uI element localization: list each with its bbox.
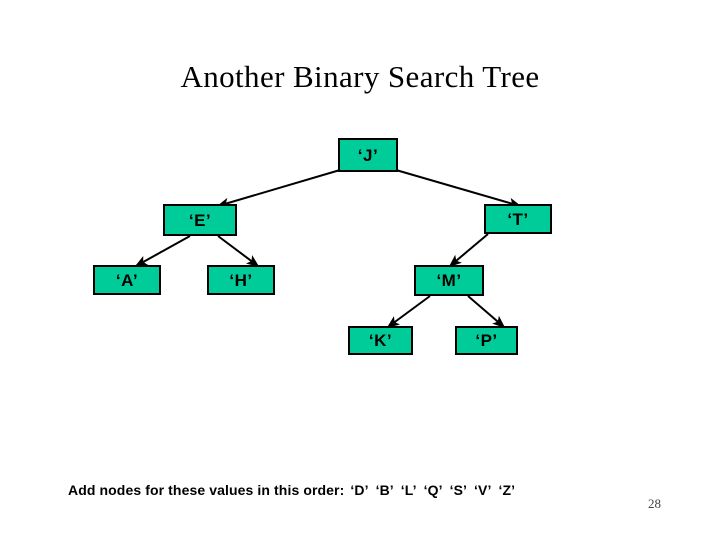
footer-value-item: ‘V’ (474, 482, 492, 498)
tree-node-e: ‘E’ (163, 204, 237, 236)
footer-value-item: ‘S’ (449, 482, 468, 498)
tree-node-j: ‘J’ (338, 138, 398, 172)
tree-edge-m-to-p (467, 295, 506, 329)
tree-node-label: ‘T’ (507, 209, 529, 229)
footer-value-item: ‘D’ (350, 482, 369, 498)
tree-node-m: ‘M’ (414, 265, 484, 296)
tree-node-h: ‘H’ (207, 265, 275, 295)
tree-node-p: ‘P’ (455, 326, 518, 355)
tree-edge-m-to-k (386, 295, 431, 328)
tree-edge-j-to-t (395, 169, 522, 208)
tree-node-label: ‘K’ (368, 331, 393, 350)
tree-node-k: ‘K’ (348, 326, 413, 355)
tree-node-t: ‘T’ (484, 204, 552, 234)
tree-edge-t-to-m (448, 233, 489, 268)
tree-node-label: ‘E’ (188, 210, 212, 230)
tree-edge-e-to-h (217, 235, 260, 267)
page-title: Another Binary Search Tree (180, 59, 540, 94)
tree-node-label: ‘M’ (436, 271, 462, 290)
tree-node-label: ‘A’ (115, 270, 139, 290)
page-number: 28 (648, 496, 661, 511)
footer-value-item: ‘L’ (400, 482, 417, 498)
footer-value-item: ‘Z’ (498, 482, 516, 498)
footer-value-item: ‘Q’ (423, 482, 443, 498)
footer-instruction: Add nodes for these values in this order… (68, 482, 522, 498)
footer-values-list: ‘D’ ‘B’ ‘L’ ‘Q’ ‘S’ ‘V’ ‘Z’ (350, 482, 522, 498)
tree-node-label: ‘H’ (229, 270, 253, 290)
tree-edge-j-to-e (216, 169, 341, 208)
tree-edge-e-to-a (134, 235, 191, 267)
footer-value-item: ‘B’ (375, 482, 394, 498)
tree-edges (134, 169, 522, 329)
tree-node-label: ‘J’ (357, 145, 379, 165)
footer-prompt-text: Add nodes for these values in this order… (68, 482, 345, 498)
tree-node-label: ‘P’ (475, 331, 498, 350)
tree-node-a: ‘A’ (93, 265, 161, 295)
